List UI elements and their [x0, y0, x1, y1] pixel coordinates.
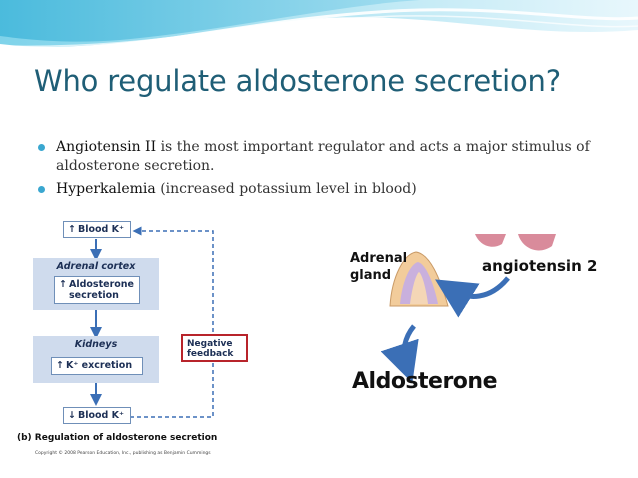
blood-k-box-top: ↑Blood K⁺: [63, 221, 131, 238]
figure-caption: (b) Regulation of aldosterone secretion: [17, 433, 218, 443]
diagram-connectors: [90, 226, 214, 418]
gland-to-aldosterone-arrow: [380, 324, 419, 383]
adrenal-gland-shape: [410, 272, 428, 304]
k-excretion-box: ↑K⁺ excretion: [51, 357, 143, 375]
bullet-item: Hyperkalemia (increased potassium level …: [38, 180, 618, 199]
adrenal-cortex-label: Adrenal cortex: [56, 261, 136, 272]
bullet-term: Hyperkalemia: [56, 181, 156, 197]
up-arrow-icon: ↑: [59, 279, 67, 290]
blood-k-box-bottom: ↓Blood K⁺: [63, 407, 131, 424]
kidneys-panel: Kidneys ↑K⁺ excretion: [33, 336, 159, 383]
feedback-loop-line: [130, 226, 214, 418]
bullet-item: Angiotensin II is the most important reg…: [38, 138, 618, 176]
angiotensin-to-gland-arrow: [435, 276, 510, 318]
copyright-text: Copyright © 2008 Pearson Education, Inc.…: [35, 451, 211, 456]
bullet-text: is the most important regulator and acts…: [56, 139, 590, 174]
tissue-shape: [518, 234, 556, 251]
kidneys-label: Kidneys: [74, 339, 118, 350]
up-arrow-icon: ↑: [56, 360, 64, 371]
adrenal-artwork: [380, 234, 556, 383]
aldosterone-label: Aldosterone: [352, 369, 498, 394]
tissue-shape: [475, 234, 506, 247]
angiotensin-label: angiotensin 2: [482, 257, 598, 275]
down-arrow-icon: ↓: [68, 410, 76, 421]
header-wave-decoration: [0, 0, 638, 55]
slide-title: Who regulate aldosterone secretion?: [34, 64, 561, 98]
bullet-term: Angiotensin II: [56, 139, 157, 155]
bullet-list: Angiotensin II is the most important reg…: [38, 138, 618, 203]
up-arrow-icon: ↑: [68, 224, 76, 235]
bullet-text: (increased potassium level in blood): [155, 181, 417, 197]
